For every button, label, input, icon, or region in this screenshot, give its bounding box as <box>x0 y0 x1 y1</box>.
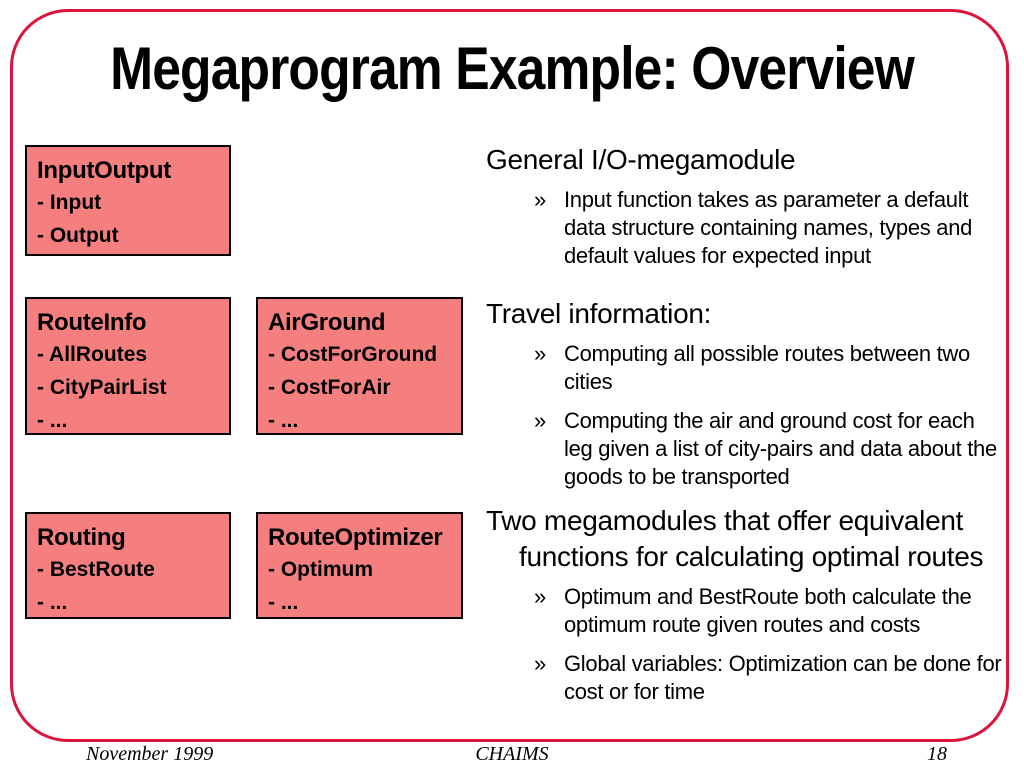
module-item: - Output <box>37 224 119 247</box>
bullet-item: » Optimum and BestRoute both calculate t… <box>486 583 1008 639</box>
module-item: - AllRoutes <box>37 343 148 366</box>
module-item: - CostForAir <box>268 376 391 399</box>
module-item: - ... <box>37 409 68 432</box>
module-box-routing: Routing - BestRoute - ... <box>25 512 231 619</box>
guillemet-bullet-icon: » <box>534 187 546 212</box>
bullet-text: Computing all possible routes between tw… <box>564 341 970 394</box>
footer-page-number: 18 <box>927 743 947 765</box>
module-name: RouteOptimizer <box>268 524 443 551</box>
module-name: InputOutput <box>37 157 171 184</box>
module-item: - ... <box>268 409 299 432</box>
module-box-routeoptimizer: RouteOptimizer - Optimum - ... <box>256 512 463 619</box>
module-box-routeinfo: RouteInfo - AllRoutes - CityPairList - .… <box>25 297 231 435</box>
footer-project-name: CHAIMS <box>475 743 549 765</box>
module-name: RouteInfo <box>37 309 147 336</box>
slide-border-frame <box>10 9 1009 742</box>
module-name: AirGround <box>268 309 386 336</box>
bullet-list: » Optimum and BestRoute both calculate t… <box>486 583 1008 706</box>
bullet-item: » Input function takes as parameter a de… <box>486 186 1008 270</box>
section-heading: Travel information: <box>486 298 712 329</box>
module-item: - Input <box>37 191 102 214</box>
guillemet-bullet-icon: » <box>534 341 546 366</box>
module-box-inputoutput: InputOutput - Input - Output <box>25 145 231 256</box>
section-heading: General I/O-megamodule <box>486 144 796 175</box>
bullet-list: » Input function takes as parameter a de… <box>486 186 1008 270</box>
module-item: - ... <box>268 591 299 614</box>
guillemet-bullet-icon: » <box>534 408 546 433</box>
module-item: - Optimum <box>268 558 373 581</box>
section-travel-information: Travel information: » Computing all poss… <box>486 296 1008 491</box>
bullet-text: Input function takes as parameter a defa… <box>564 187 973 268</box>
section-heading: Two megamodules that offer equivalent fu… <box>486 505 984 572</box>
bullet-text: Global variables: Optimization can be do… <box>564 651 1002 704</box>
body-text-column: General I/O-megamodule » Input function … <box>486 142 1008 717</box>
bullet-text: Computing the air and ground cost for ea… <box>564 408 997 489</box>
slide-footer: November 1999 CHAIMS 18 <box>0 743 1024 768</box>
footer-date: November 1999 <box>86 743 214 765</box>
bullet-item: » Computing the air and ground cost for … <box>486 407 1008 491</box>
section-two-megamodules: Two megamodules that offer equivalent fu… <box>486 503 1008 706</box>
module-item: - CityPairList <box>37 376 167 399</box>
bullet-item: » Global variables: Optimization can be … <box>486 650 1008 706</box>
module-item: - CostForGround <box>268 343 438 366</box>
guillemet-bullet-icon: » <box>534 651 546 676</box>
section-general-io: General I/O-megamodule » Input function … <box>486 142 1008 270</box>
slide-title: Megaprogram Example: Overview <box>110 35 915 102</box>
bullet-text: Optimum and BestRoute both calculate the… <box>564 584 972 637</box>
module-box-airground: AirGround - CostForGround - CostForAir -… <box>256 297 463 435</box>
guillemet-bullet-icon: » <box>534 584 546 609</box>
bullet-list: » Computing all possible routes between … <box>486 340 1008 491</box>
module-item: - ... <box>37 591 68 614</box>
module-name: Routing <box>37 524 126 551</box>
module-item: - BestRoute <box>37 558 155 581</box>
bullet-item: » Computing all possible routes between … <box>486 340 1008 396</box>
